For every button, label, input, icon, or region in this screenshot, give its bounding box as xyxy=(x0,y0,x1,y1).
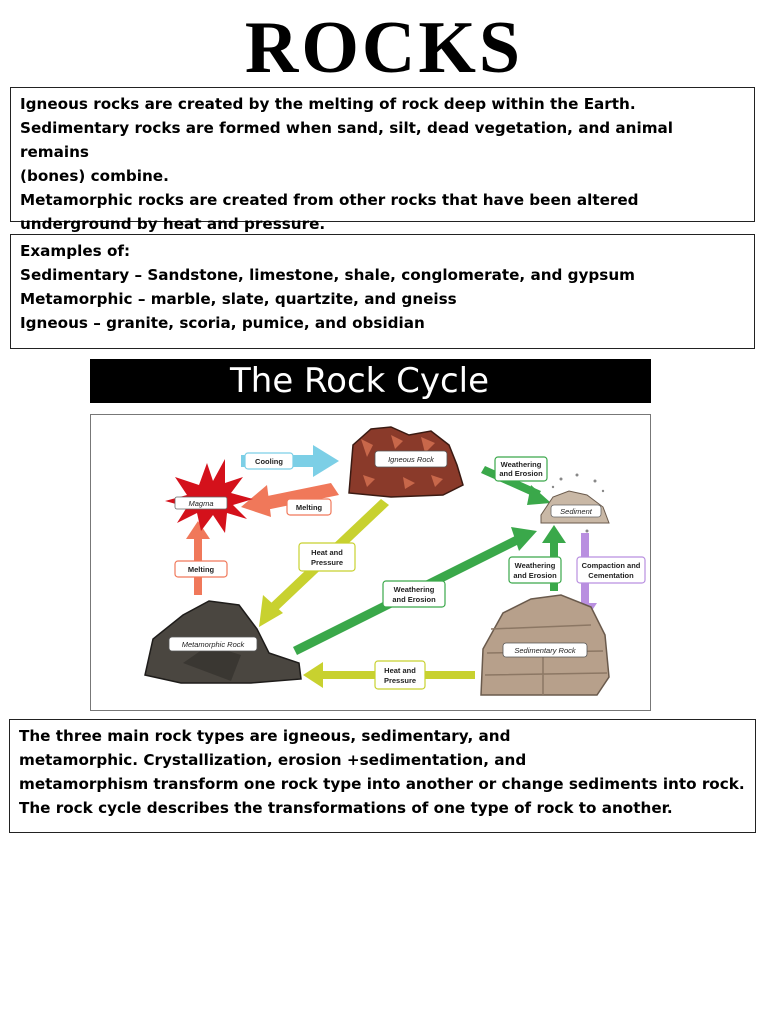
definition-line: (bones) combine. xyxy=(20,167,169,185)
metamorphic-rock-illustration: Metamorphic Rock xyxy=(144,600,302,684)
melting-left-arrow xyxy=(186,521,210,595)
weathering-mid-label-1: Weathering xyxy=(394,585,435,594)
melting-top-arrow xyxy=(241,483,339,517)
summary-line: metamorphic. Crystallization, erosion +s… xyxy=(19,751,527,769)
weathering-right-label-box: Weathering and Erosion xyxy=(508,556,562,584)
definition-line: underground by heat and pressure. xyxy=(20,215,326,233)
definition-line: Metamorphic rocks are created from other… xyxy=(20,191,639,209)
sediment-label: Sediment xyxy=(560,507,593,516)
summary-line: The rock cycle describes the transformat… xyxy=(19,799,673,817)
examples-box: Examples of: Sedimentary – Sandstone, li… xyxy=(10,234,755,349)
weathering-right-label-1: Weathering xyxy=(515,561,556,570)
heat-pressure-bottom-label-1: Heat and xyxy=(384,666,416,675)
rock-cycle-banner: The Rock Cycle xyxy=(90,359,651,403)
metamorphic-rock-label: Metamorphic Rock xyxy=(182,640,246,649)
compaction-label-1: Compaction and xyxy=(582,561,641,570)
sediment-illustration: Sediment xyxy=(540,473,610,533)
summary-line: metamorphism transform one rock type int… xyxy=(19,775,745,793)
cooling-label: Cooling xyxy=(255,457,283,466)
magma-label: Magma xyxy=(188,499,213,508)
igneous-rock-illustration: Igneous Rock xyxy=(348,426,464,498)
melting-left-label-box: Melting xyxy=(174,560,228,578)
compaction-label-box: Compaction and Cementation xyxy=(576,556,646,584)
rock-cycle-diagram: Igneous Rock Magma Sediment Metamorphic … xyxy=(90,414,651,711)
page-title: ROCKS xyxy=(244,7,524,89)
definitions-box: Igneous rocks are created by the melting… xyxy=(10,87,755,233)
examples-igneous: Igneous – granite, scoria, pumice, and o… xyxy=(20,314,425,332)
magma-illustration: Magma xyxy=(165,459,253,533)
definition-line: Igneous rocks are created by the melting… xyxy=(20,95,636,113)
weathering-right-label-2: and Erosion xyxy=(513,571,557,580)
heat-pressure-diag-label-2: Pressure xyxy=(311,558,343,567)
examples-heading: Examples of: xyxy=(20,242,131,260)
compaction-label-2: Cementation xyxy=(588,571,634,580)
weathering-mid-label-2: and Erosion xyxy=(392,595,436,604)
sedimentary-rock-illustration: Sedimentary Rock xyxy=(480,594,610,696)
heat-pressure-diag-label-1: Heat and xyxy=(311,548,343,557)
weathering-mid-label-box: Weathering and Erosion xyxy=(382,580,446,608)
igneous-rock-label: Igneous Rock xyxy=(388,455,435,464)
weathering-top-label-2: and Erosion xyxy=(499,469,543,478)
cooling-label-box: Cooling xyxy=(244,452,294,470)
weathering-top-label-1: Weathering xyxy=(501,460,542,469)
rock-cycle-svg: Igneous Rock Magma Sediment Metamorphic … xyxy=(144,426,646,696)
summary-line: The three main rock types are igneous, s… xyxy=(19,727,511,745)
definition-line: Sedimentary rocks are formed when sand, … xyxy=(20,119,673,161)
examples-sedimentary: Sedimentary – Sandstone, limestone, shal… xyxy=(20,266,635,284)
heat-pressure-diag-label-box: Heat and Pressure xyxy=(298,542,356,572)
melting-top-label-box: Melting xyxy=(286,498,332,516)
heat-pressure-bottom-label-box: Heat and Pressure xyxy=(374,660,426,690)
weathering-top-label-box: Weathering and Erosion xyxy=(494,456,548,482)
heat-pressure-bottom-label-2: Pressure xyxy=(384,676,416,685)
sedimentary-rock-label: Sedimentary Rock xyxy=(514,646,577,655)
summary-box: The three main rock types are igneous, s… xyxy=(9,719,756,833)
melting-left-label: Melting xyxy=(188,565,215,574)
examples-metamorphic: Metamorphic – marble, slate, quartzite, … xyxy=(20,290,457,308)
melting-top-label: Melting xyxy=(296,503,323,512)
